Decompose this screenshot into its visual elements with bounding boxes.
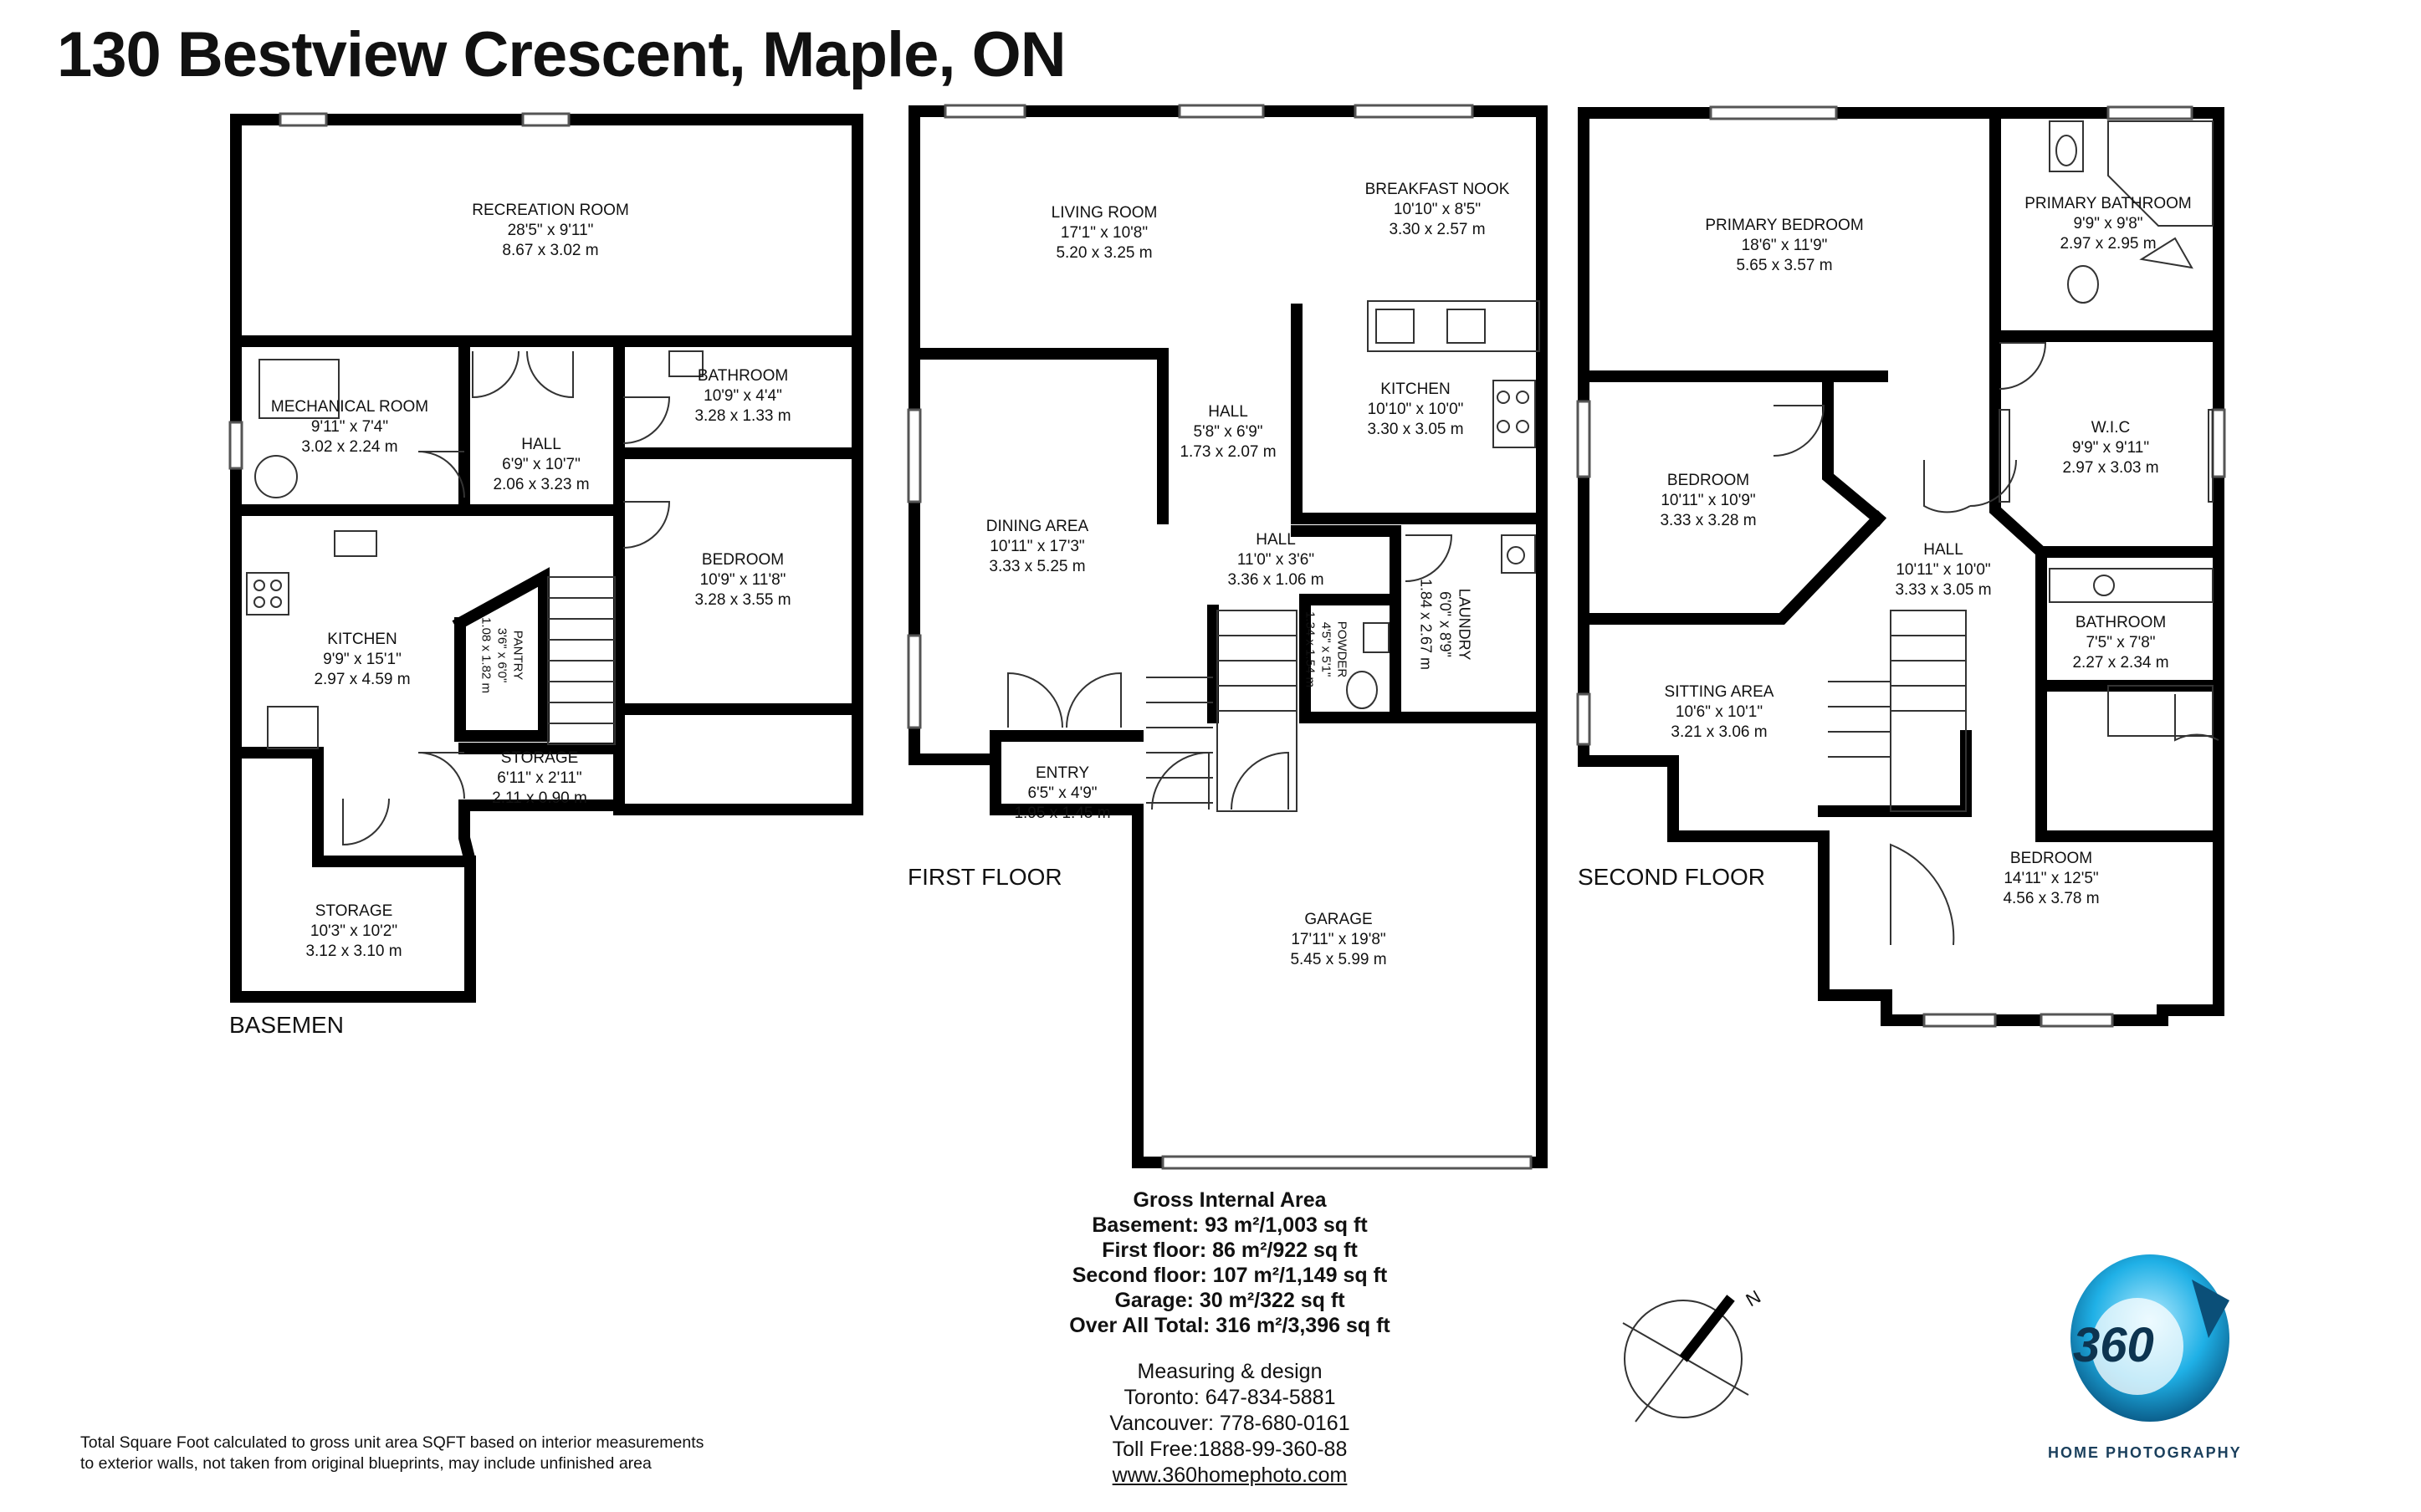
basement-floor-label: BASEMEN xyxy=(229,1012,344,1038)
logo-mark: 360 xyxy=(2073,1318,2154,1372)
gia-heading: Gross Internal Area xyxy=(1133,1188,1327,1212)
windows xyxy=(228,104,2226,1170)
website-link[interactable]: www.360homephoto.com xyxy=(1112,1463,1348,1487)
door-swings xyxy=(342,342,2219,946)
first-floor-label: FIRST FLOOR xyxy=(908,864,1062,890)
gia-basement: Basement: 93 m²/1,003 sq ft xyxy=(1092,1213,1368,1237)
fixtures xyxy=(246,120,2214,749)
contact-tollfree: Toll Free:1888-99-360-88 xyxy=(1112,1438,1348,1461)
stairs xyxy=(547,576,1967,812)
page-title: 130 Bestview Crescent, Maple, ON xyxy=(57,19,1067,90)
second-floor-walls xyxy=(1578,107,2224,1026)
gia-garage: Garage: 30 m²/322 sq ft xyxy=(1114,1289,1345,1312)
contact-info: Measuring & design Toronto: 647-834-5881… xyxy=(1042,1359,1418,1489)
gross-internal-area: Gross Internal Area Basement: 93 m²/1,00… xyxy=(1042,1188,1418,1338)
logo-text: HOME PHOTOGRAPHY xyxy=(2048,1444,2242,1461)
gia-first: First floor: 86 m²/922 sq ft xyxy=(1102,1239,1358,1262)
second-floor-label: SECOND FLOOR xyxy=(1578,864,1766,890)
compass-icon xyxy=(1622,1295,1749,1423)
basement-walls xyxy=(230,114,863,1003)
gia-second: Second floor: 107 m²/1,149 sq ft xyxy=(1072,1264,1388,1287)
contact-toronto: Toronto: 647-834-5881 xyxy=(1123,1386,1336,1409)
contact-line1: Measuring & design xyxy=(1137,1360,1323,1383)
contact-vancouver: Vancouver: 778-680-0161 xyxy=(1109,1412,1350,1435)
gia-total: Over All Total: 316 m²/3,396 sq ft xyxy=(1069,1314,1390,1337)
disclaimer-note: Total Square Foot calculated to gross un… xyxy=(80,1433,704,1473)
company-logo-icon xyxy=(2070,1254,2229,1422)
first-floor-walls xyxy=(909,105,1548,1168)
